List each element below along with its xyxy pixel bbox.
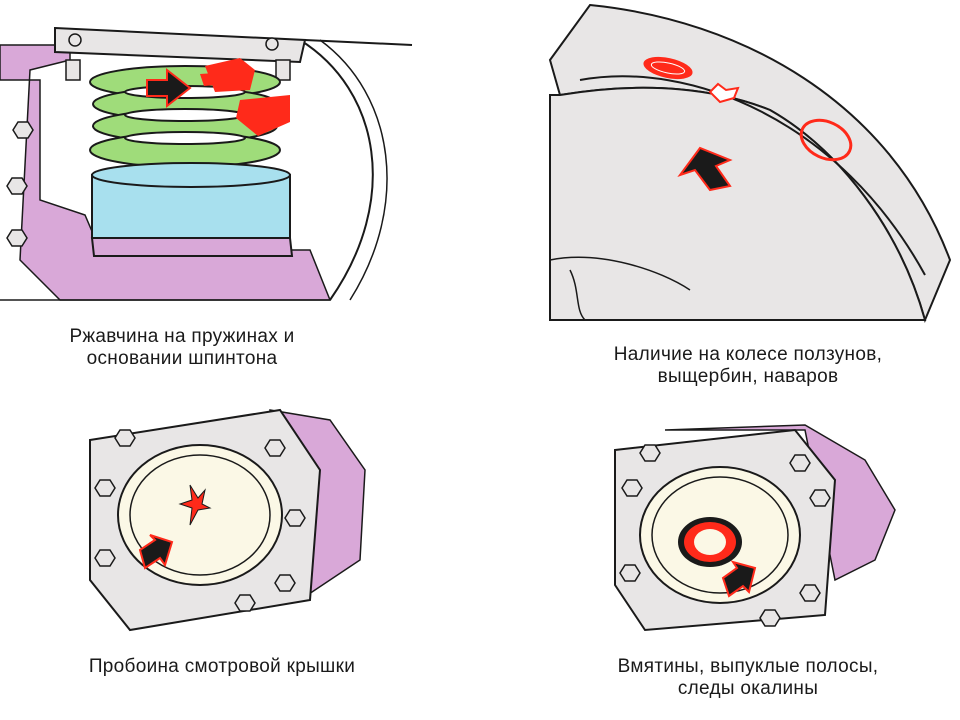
spring-caption: Ржавчина на пружинах и основании шпинтон… xyxy=(22,326,342,370)
wheel-panel xyxy=(540,0,960,330)
bolt-icon xyxy=(619,444,831,627)
frame-shape xyxy=(0,44,332,301)
spring-illustration xyxy=(0,26,413,301)
arrow-icon xyxy=(677,146,733,192)
rust-spots xyxy=(200,58,290,136)
cover-dent-panel xyxy=(605,420,905,640)
wheel-surface xyxy=(549,86,927,321)
arrow-icon xyxy=(138,534,174,570)
cover-dent-caption-line1: Вмятины, выпуклые полосы, xyxy=(617,656,879,677)
cover-hole-caption-line1: Пробоина смотровой крышки xyxy=(88,656,356,677)
lever-bar xyxy=(54,26,307,64)
wheel-caption: Наличие на колесе ползунов, выщербин, на… xyxy=(578,344,918,388)
cover-disc xyxy=(117,444,283,586)
wheel-caption-line2: выщербин, наваров xyxy=(657,366,839,387)
arrow-icon xyxy=(146,67,192,109)
spring-panel xyxy=(0,0,420,310)
spring-caption-line2: основании шпинтона xyxy=(86,348,278,369)
cover-dent-caption: Вмятины, выпуклые полосы, следы окалины xyxy=(578,656,918,700)
bolt-icon xyxy=(6,121,34,247)
arrow-icon xyxy=(721,560,757,598)
cover-hole-illustration xyxy=(89,408,366,632)
cover-hole-caption: Пробоина смотровой крышки xyxy=(52,656,392,678)
hole-mark xyxy=(178,484,212,526)
cover-hole-panel xyxy=(80,400,380,640)
cover-dent-caption-line2: следы окалины xyxy=(677,678,819,699)
spring-caption-line1: Ржавчина на пружинах и xyxy=(69,326,295,347)
wheel-caption-line1: Наличие на колесе ползунов, xyxy=(613,344,883,365)
cover-dent-illustration xyxy=(614,424,896,632)
wheel-defects xyxy=(643,56,853,162)
wheel-illustration xyxy=(548,3,952,324)
wheel-rim xyxy=(299,39,374,301)
bolt-icon xyxy=(94,429,306,612)
